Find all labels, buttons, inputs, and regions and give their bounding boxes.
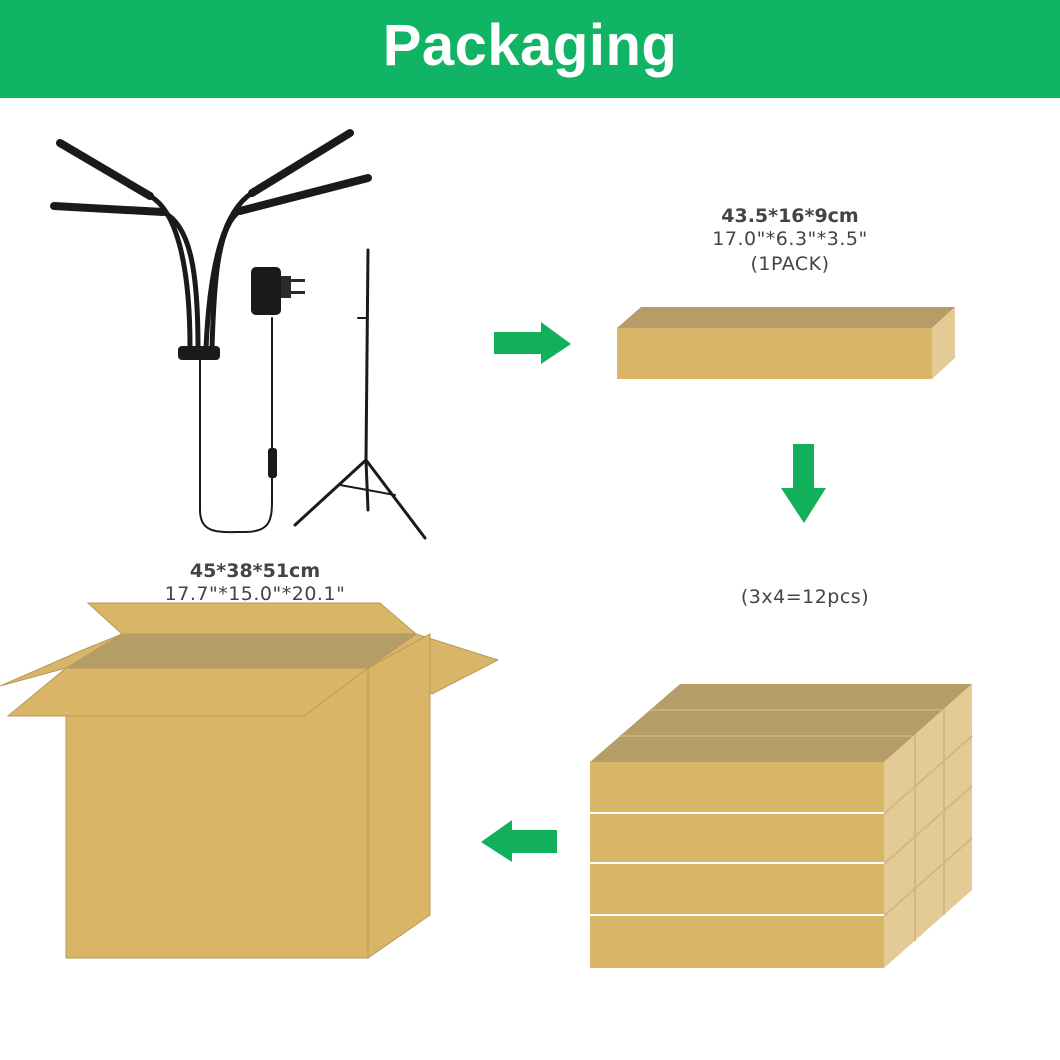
single-box-icon xyxy=(617,307,955,379)
single-box-qty: (1PACK) xyxy=(750,253,830,275)
carton-icon xyxy=(0,602,500,959)
power-adapter-icon xyxy=(251,267,305,315)
header-banner: Packaging xyxy=(0,0,1060,98)
page-title: Packaging xyxy=(382,12,678,78)
box-stack-icon xyxy=(590,684,973,968)
arrow-right-icon xyxy=(494,322,571,364)
arrow-down-icon xyxy=(781,444,826,523)
carton-label: 45*38*51cm 17.7"*15.0"*20.1" xyxy=(120,560,390,607)
grow-light-icon xyxy=(50,129,372,534)
stack-count: (3x4=12pcs) xyxy=(740,586,870,608)
single-box-size-in: 17.0"*6.3"*3.5" xyxy=(712,228,868,250)
carton-size-in: 17.7"*15.0"*20.1" xyxy=(164,583,346,605)
single-box-label: 43.5*16*9cm 17.0"*6.3"*3.5" (1PACK) xyxy=(640,205,940,277)
tripod-stand-icon xyxy=(293,248,427,540)
single-box-size-cm: 43.5*16*9cm xyxy=(721,205,859,227)
stack-label: (3x4=12pcs) xyxy=(710,585,900,610)
carton-size-cm: 45*38*51cm xyxy=(189,560,321,582)
arrow-left-icon xyxy=(481,820,557,862)
